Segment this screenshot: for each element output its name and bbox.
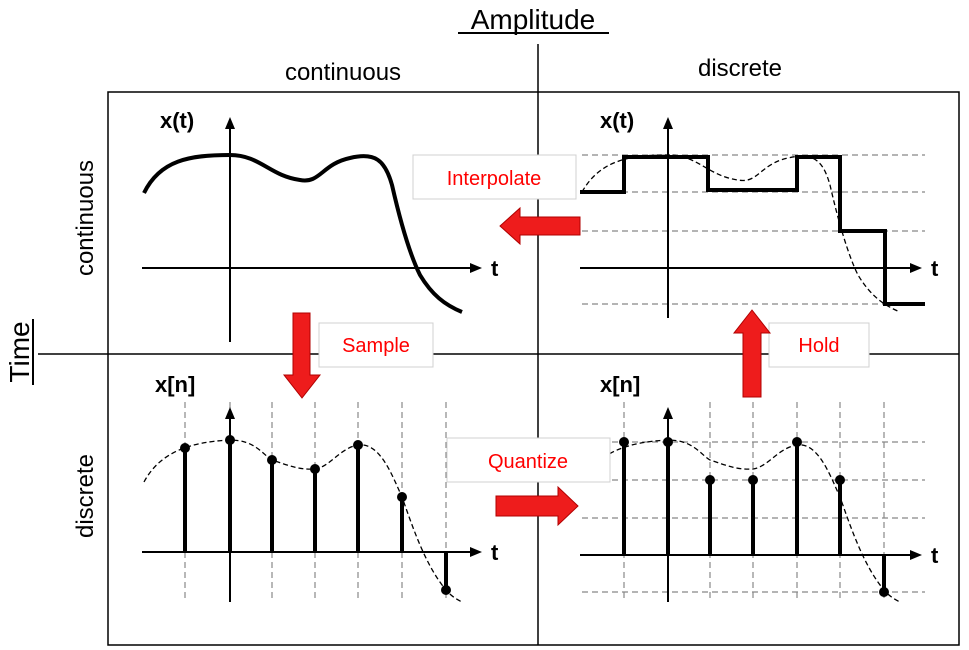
dd-sample-dot-5 <box>792 437 802 447</box>
time-axis-title-group: Time <box>4 319 35 385</box>
dd-xlabel: t <box>931 543 939 568</box>
interpolate-label: Interpolate <box>447 168 542 190</box>
dc-sample-dot-3 <box>267 455 277 465</box>
dc-xlabel: t <box>491 540 499 565</box>
dd-y-arrowhead <box>663 407 673 419</box>
row-header-discrete: discrete <box>72 454 99 538</box>
row-header-continuous: continuous <box>72 160 99 276</box>
column-header-continuous: continuous <box>285 59 401 86</box>
dc-sample-dot-4 <box>310 464 320 474</box>
operation-hold: Hold <box>732 309 870 398</box>
dd-sample-dot-4 <box>748 475 758 485</box>
dc-sample-dot-5 <box>353 440 363 450</box>
dc-sample-dot-2 <box>225 435 235 445</box>
dc-sample-dot-1 <box>180 443 190 453</box>
dc-y-arrowhead <box>225 407 235 419</box>
cd-xlabel: t <box>931 256 939 281</box>
operation-quantize: Quantize <box>446 437 611 527</box>
dc-ylabel: x[n] <box>155 372 195 397</box>
quantize-arrow-icon <box>495 485 579 527</box>
grid-frame <box>107 91 960 646</box>
amplitude-axis-title: Amplitude <box>471 4 596 35</box>
cd-y-arrowhead <box>663 117 673 129</box>
dc-original-curve <box>143 439 463 603</box>
panel-discrete-discrete: x[n] t <box>580 372 939 603</box>
operation-sample: Sample <box>282 312 434 399</box>
cc-x-arrowhead <box>470 263 482 273</box>
interpolate-label-box <box>412 154 577 200</box>
panel-continuous-continuous: x(t) t <box>142 108 499 342</box>
cd-staircase-signal <box>580 155 925 306</box>
dd-sample-dot-7 <box>879 587 889 597</box>
dd-sample-dot-1 <box>619 437 629 447</box>
quantize-label-box <box>446 437 611 483</box>
dd-sample-dot-2 <box>663 437 673 447</box>
dd-original-curve <box>581 439 901 603</box>
panel-discrete-continuous: x[n] t <box>142 372 499 603</box>
dc-x-arrowhead <box>470 547 482 557</box>
hold-label-box <box>768 322 870 368</box>
time-axis-title: Time <box>4 321 35 382</box>
dc-sample-dot-6 <box>397 492 407 502</box>
cc-ylabel: x(t) <box>160 108 194 133</box>
cc-y-arrowhead <box>225 117 235 129</box>
cd-x-arrowhead <box>910 263 922 273</box>
cd-ylabel: x(t) <box>600 108 634 133</box>
interpolate-arrow-icon <box>499 206 581 246</box>
hold-arrow-icon <box>732 309 772 398</box>
hold-label: Hold <box>798 335 839 357</box>
dd-sample-dot-3 <box>705 475 715 485</box>
cc-signal-curve <box>142 152 463 314</box>
dd-x-arrowhead <box>910 550 922 560</box>
operation-interpolate: Interpolate <box>412 154 581 246</box>
dc-sample-dot-7 <box>441 585 451 595</box>
cd-original-curve <box>581 154 901 313</box>
panel-continuous-discrete: x(t) t <box>580 108 939 318</box>
sample-arrow-icon <box>282 312 322 399</box>
dd-ylabel: x[n] <box>600 372 640 397</box>
cc-xlabel: t <box>491 256 499 281</box>
dd-sample-dot-6 <box>835 475 845 485</box>
column-header-discrete: discrete <box>698 55 782 82</box>
sample-label-box <box>318 322 434 368</box>
sample-label: Sample <box>342 335 410 357</box>
quantize-label: Quantize <box>488 451 568 473</box>
